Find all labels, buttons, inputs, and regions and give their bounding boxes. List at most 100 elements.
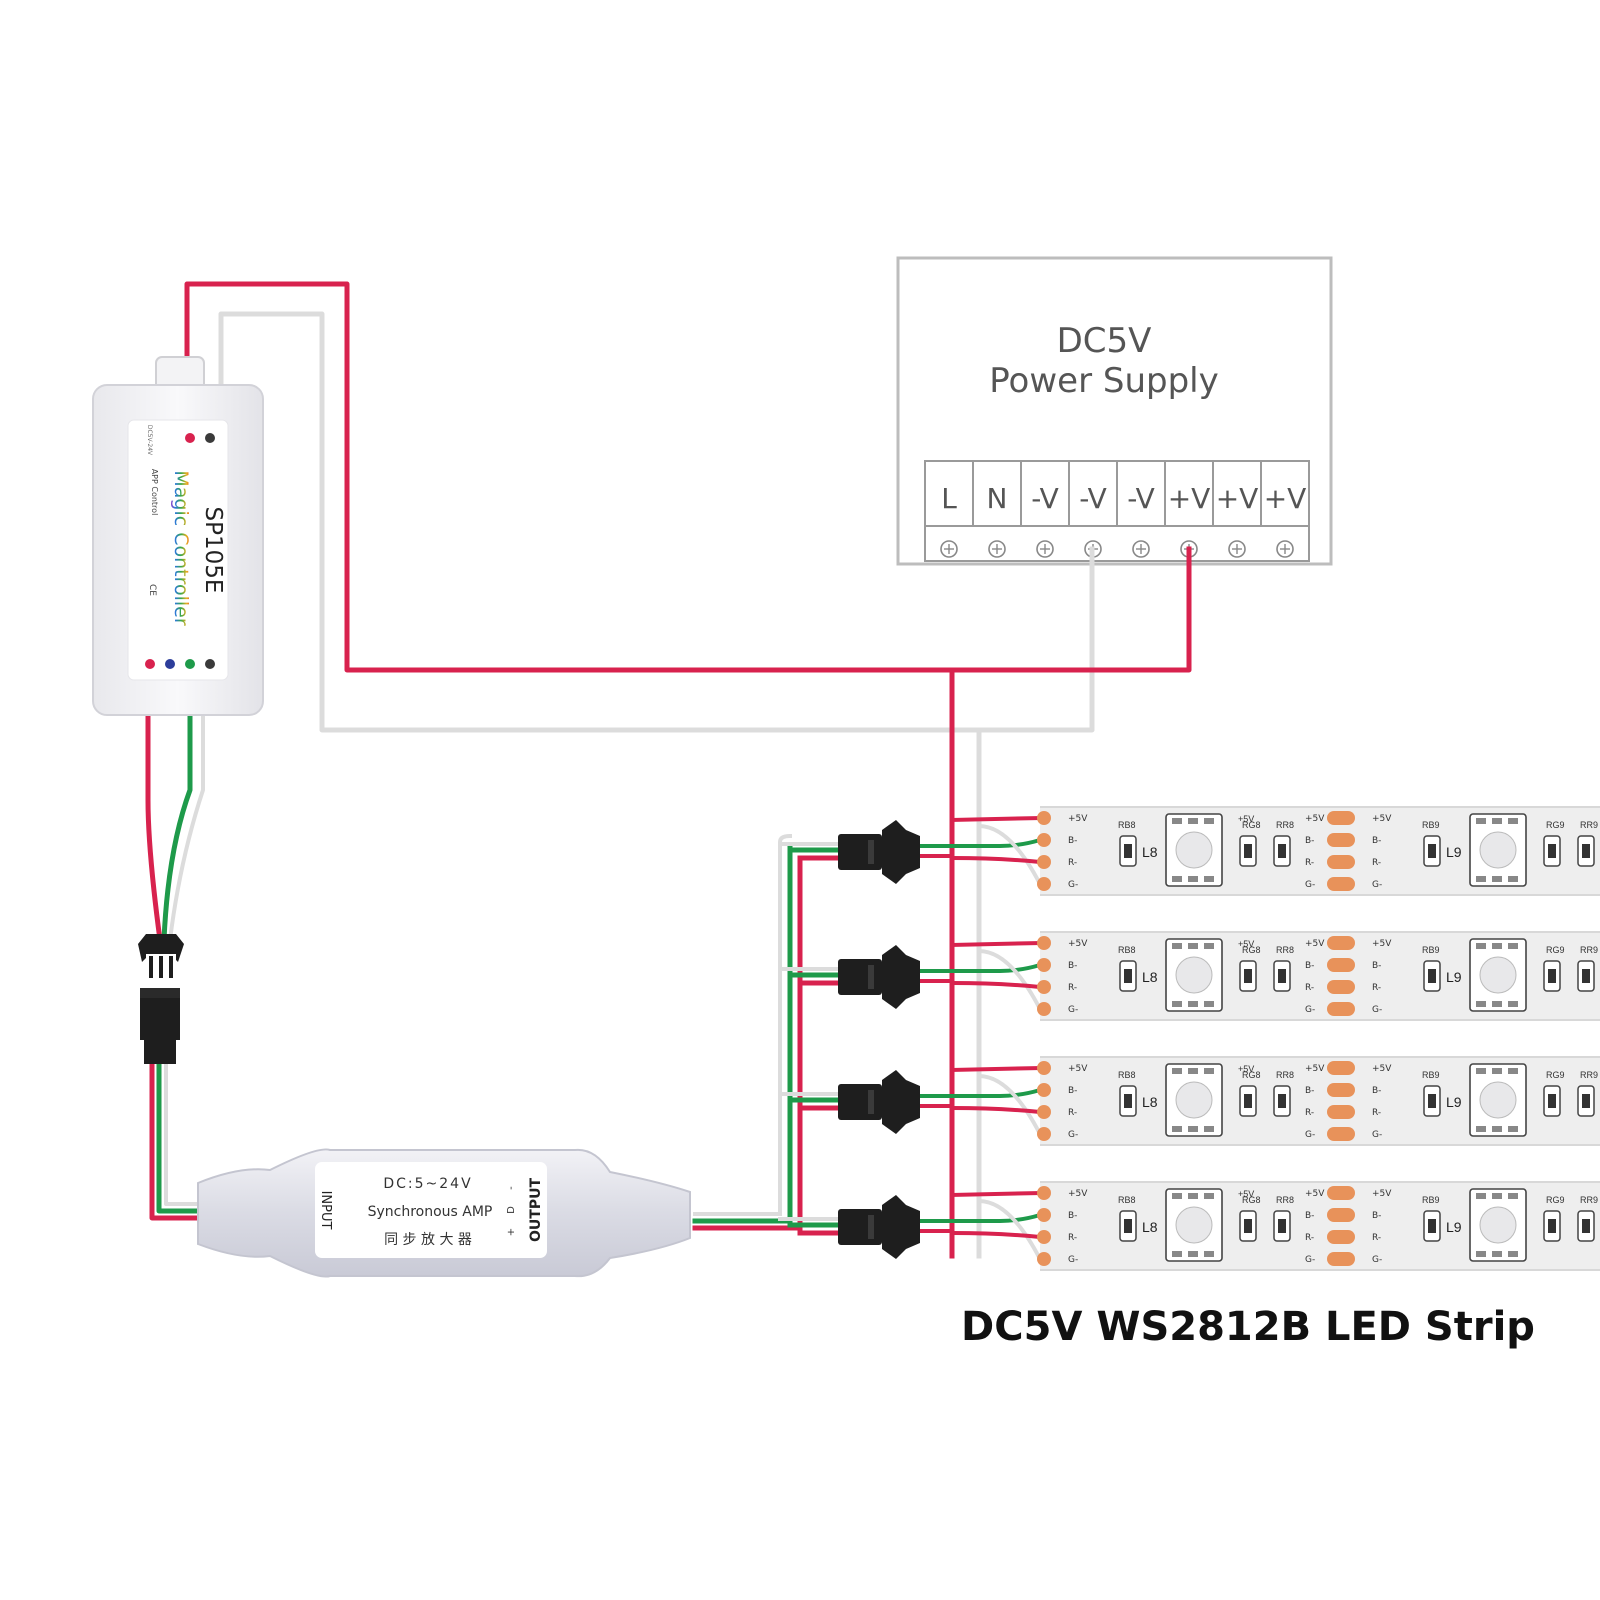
amp-voltage: DC:5~24V xyxy=(383,1176,472,1192)
solder-pad xyxy=(1037,980,1051,994)
led-chip-icon xyxy=(1469,938,1527,1012)
amp-in-red xyxy=(149,1057,201,1221)
output-pin-dot xyxy=(185,659,195,669)
pad-label: R- xyxy=(1068,983,1077,993)
amp-pin-data: D xyxy=(506,1206,517,1214)
resistor-label: RG9 xyxy=(1546,820,1565,830)
pad-label: B- xyxy=(1068,1086,1077,1096)
jst-connector-icon xyxy=(838,945,920,1009)
pad-label: R- xyxy=(1305,983,1314,993)
pad-label: R- xyxy=(1068,858,1077,868)
psu-terminal-label: N xyxy=(987,482,1008,515)
psu-title-name: Power Supply xyxy=(989,361,1218,401)
output-pin-dot xyxy=(145,659,155,669)
output-pin-dot xyxy=(205,659,215,669)
solder-pad xyxy=(1037,877,1051,891)
controller-header-small: DC5V-24V xyxy=(146,425,153,456)
led-label: L9 xyxy=(1446,1219,1462,1235)
wiring xyxy=(145,281,1192,1262)
pad-label: G- xyxy=(1305,880,1315,890)
solder-pad xyxy=(1037,1002,1051,1016)
cut-pad xyxy=(1327,877,1355,891)
pad-label: G- xyxy=(1068,880,1078,890)
cut-pad xyxy=(1327,958,1355,972)
cut-pad xyxy=(1327,855,1355,869)
resistor-label: RB9 xyxy=(1422,945,1440,955)
pad-label: +5V xyxy=(1068,814,1088,824)
strip-branch-wires xyxy=(778,815,1043,1231)
pad-label: R- xyxy=(1305,1233,1314,1243)
resistor-label: RB9 xyxy=(1422,1195,1440,1205)
controller-cert: CE xyxy=(147,584,157,596)
resistor-label: RB8 xyxy=(1118,1070,1136,1080)
pad-label: R- xyxy=(1372,1108,1381,1118)
led-chip-icon xyxy=(1165,813,1223,887)
resistor-label: RB9 xyxy=(1422,1070,1440,1080)
pad-label: B- xyxy=(1068,961,1077,971)
solder-pad xyxy=(1037,1208,1051,1222)
pad-label: +5V xyxy=(1372,1064,1392,1074)
resistor-label: RG8 xyxy=(1242,1070,1261,1080)
psu-terminal-label: -V xyxy=(1079,482,1107,515)
pad-label: B- xyxy=(1372,836,1381,846)
pad-label: G- xyxy=(1068,1005,1078,1015)
pad-label: R- xyxy=(1068,1233,1077,1243)
cut-pad xyxy=(1327,1208,1355,1222)
pad-label: +5V xyxy=(1372,939,1392,949)
psu-terminal-label: -V xyxy=(1127,482,1155,515)
amp-name: Synchronous AMP xyxy=(368,1204,493,1220)
cut-pad xyxy=(1327,833,1355,847)
pad-label: +5V xyxy=(1068,939,1088,949)
pad-label: G- xyxy=(1305,1255,1315,1265)
psu-terminal-label: L xyxy=(941,482,957,515)
resistor-label: RG9 xyxy=(1546,1195,1565,1205)
solder-pad xyxy=(1037,1186,1051,1200)
pad-label: B- xyxy=(1305,1211,1314,1221)
strip-caption: DC5V WS2812B LED Strip xyxy=(961,1304,1535,1350)
cut-pad xyxy=(1327,811,1355,825)
amp-pin-plus: + xyxy=(506,1228,517,1236)
input-pin-dot xyxy=(205,433,215,443)
psu-terminal-label: +V xyxy=(1264,482,1307,515)
pad-label: +5V xyxy=(1068,1064,1088,1074)
resistor-label: RB8 xyxy=(1118,945,1136,955)
amp-name-cn: 同 步 放 大 器 xyxy=(384,1232,472,1248)
led-label: L8 xyxy=(1142,969,1158,985)
psu-terminal-label: +V xyxy=(1216,482,1259,515)
psu-terminal-label: -V xyxy=(1031,482,1059,515)
terminal-screw-icon xyxy=(988,540,1006,558)
pad-label: B- xyxy=(1372,1086,1381,1096)
pad-label: G- xyxy=(1372,1255,1382,1265)
pad-label: +5V xyxy=(1305,814,1325,824)
controller-name: Magic Controller xyxy=(170,470,192,626)
amp-in-green xyxy=(156,1057,201,1214)
resistor-label: RG8 xyxy=(1242,1195,1261,1205)
pad-label: G- xyxy=(1372,1005,1382,1015)
psu-title-voltage: DC5V xyxy=(1057,321,1152,361)
resistor-label: RR9 xyxy=(1580,1195,1598,1205)
pad-label: G- xyxy=(1305,1005,1315,1015)
controller-app-text: APP Control xyxy=(150,469,159,516)
resistor-label: RR9 xyxy=(1580,1070,1598,1080)
resistor-label: RG9 xyxy=(1546,1070,1565,1080)
resistor-label: RG8 xyxy=(1242,820,1261,830)
resistor-label: RR8 xyxy=(1276,945,1294,955)
pad-label: G- xyxy=(1068,1130,1078,1140)
solder-pad xyxy=(1037,833,1051,847)
strip-branch-wires xyxy=(778,1065,1043,1137)
solder-pad xyxy=(1037,855,1051,869)
cut-pad xyxy=(1327,1127,1355,1141)
led-chip-icon xyxy=(1165,938,1223,1012)
terminal-screw-icon xyxy=(940,540,958,558)
terminal-screw-icon xyxy=(1036,540,1054,558)
pad-label: B- xyxy=(1305,1086,1314,1096)
cut-pad xyxy=(1327,1002,1355,1016)
pad-label: +5V xyxy=(1238,939,1254,949)
pad-label: G- xyxy=(1068,1255,1078,1265)
led-label: L8 xyxy=(1142,1094,1158,1110)
amp-in-white xyxy=(164,1058,200,1206)
resistor-label: RG9 xyxy=(1546,945,1565,955)
